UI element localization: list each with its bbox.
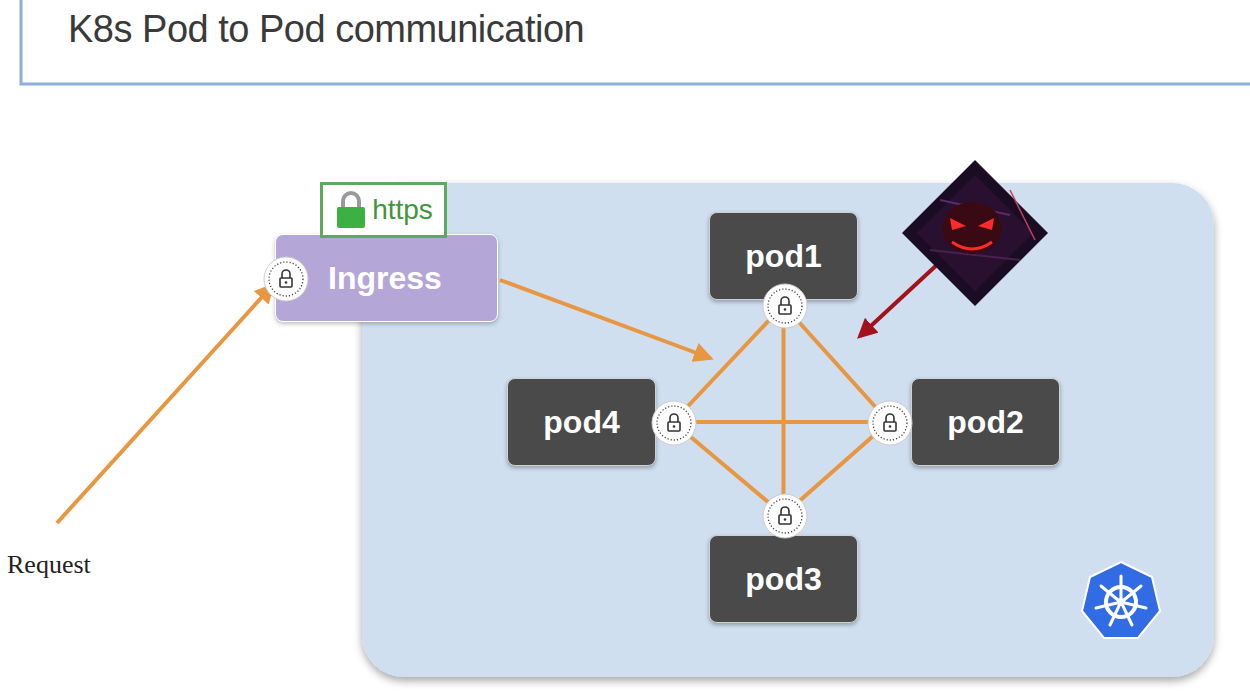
pod-box: pod1 bbox=[709, 212, 858, 300]
lock-circle bbox=[759, 490, 811, 542]
attacker-image bbox=[902, 160, 1048, 306]
node-title: pod3 bbox=[745, 561, 821, 598]
lock-circle bbox=[648, 397, 700, 449]
connector bbox=[782, 305, 786, 515]
ingress-box: Ingress bbox=[275, 234, 498, 322]
connector bbox=[673, 420, 889, 424]
node-title: pod4 bbox=[543, 404, 619, 441]
pod-box: pod4 bbox=[507, 378, 656, 466]
lock-circle bbox=[759, 280, 811, 332]
request-arrow bbox=[57, 286, 272, 523]
protocol-text: https bbox=[372, 194, 433, 226]
lock-circle bbox=[864, 397, 916, 449]
node-title: Ingress bbox=[328, 260, 442, 297]
node-title: pod2 bbox=[947, 404, 1023, 441]
kubernetes-logo bbox=[1082, 562, 1160, 638]
pod-box: pod2 bbox=[911, 378, 1060, 466]
lock-circle bbox=[260, 253, 312, 305]
pod-box: pod3 bbox=[709, 535, 858, 623]
node-title: pod1 bbox=[745, 238, 821, 275]
connector bbox=[673, 305, 784, 422]
request-label: Request bbox=[7, 550, 91, 580]
title: K8s Pod to Pod communication bbox=[68, 8, 584, 51]
header-frame bbox=[21, 0, 1250, 84]
attack-arrow bbox=[860, 262, 940, 336]
protocol-badge: https bbox=[320, 182, 447, 238]
lock-icon bbox=[334, 190, 368, 230]
ingress-arrow bbox=[500, 280, 710, 358]
